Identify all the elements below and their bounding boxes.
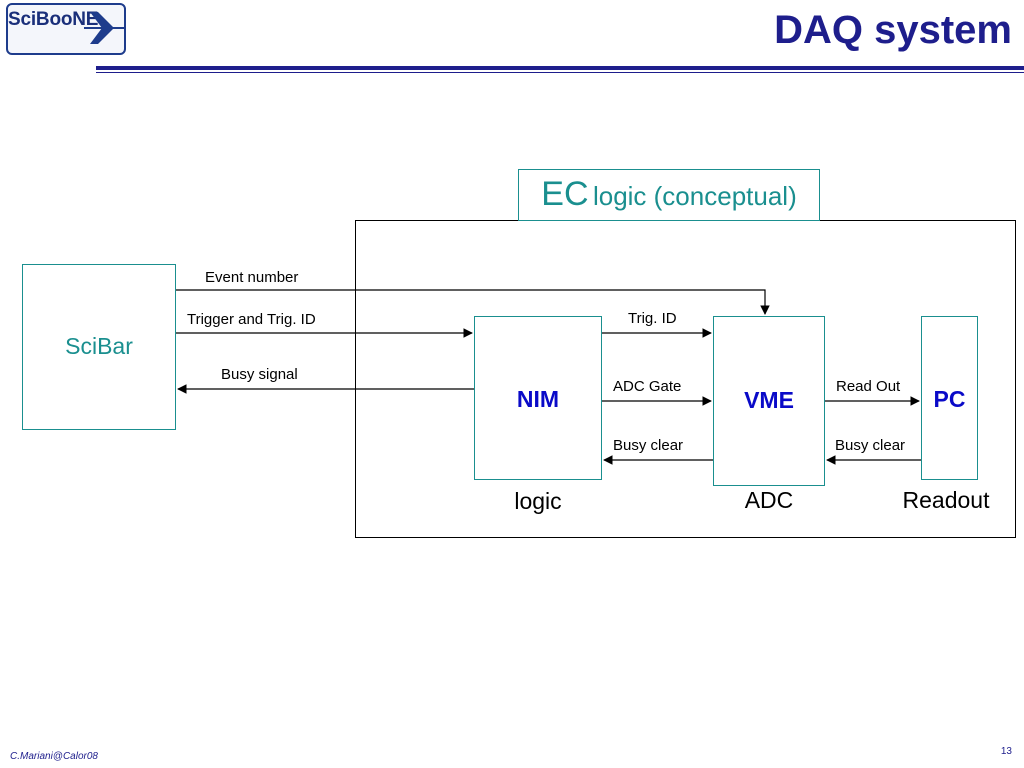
page-number: 13 bbox=[1000, 746, 1012, 757]
pc-label: PC bbox=[933, 386, 966, 412]
scibar-node bbox=[22, 264, 176, 430]
trig-id-label: Trig. ID bbox=[628, 310, 677, 327]
event-number-label: Event number bbox=[205, 269, 299, 286]
busy-clear-pc-label: Busy clear bbox=[835, 437, 906, 454]
vme-caption: ADC bbox=[744, 487, 794, 513]
ec-title-small: logic (conceptual) bbox=[592, 181, 797, 211]
event-number-line bbox=[176, 289, 770, 315]
ec-title-big: EC bbox=[541, 175, 589, 213]
adc-gate-label: ADC Gate bbox=[613, 378, 682, 395]
header-divider-thin bbox=[96, 72, 1024, 73]
header-divider bbox=[96, 66, 1024, 70]
trigger-label: Trigger and Trig. ID bbox=[187, 311, 316, 328]
footer-author: C.Mariani@Calor08 bbox=[10, 751, 98, 762]
logo-arrow-icon bbox=[84, 12, 124, 44]
busy-signal-label: Busy signal bbox=[221, 366, 298, 383]
logo-text: SciBooNE bbox=[8, 9, 99, 30]
nim-caption: logic bbox=[514, 488, 562, 514]
read-out-label: Read Out bbox=[836, 378, 901, 395]
ec-title: EC logic (conceptual) bbox=[518, 175, 820, 214]
scibar-label: SciBar bbox=[65, 333, 133, 359]
pc-caption: Readout bbox=[902, 487, 990, 513]
vme-label: VME bbox=[744, 387, 794, 413]
vme-node bbox=[713, 316, 825, 486]
page-title: DAQ system bbox=[774, 8, 1012, 52]
busy-clear-nim-label: Busy clear bbox=[613, 437, 684, 454]
pc-node bbox=[921, 316, 978, 480]
nim-label: NIM bbox=[516, 386, 560, 412]
ec-title-box bbox=[518, 169, 820, 221]
nim-node bbox=[474, 316, 602, 480]
ec-logic-frame bbox=[355, 220, 1016, 538]
